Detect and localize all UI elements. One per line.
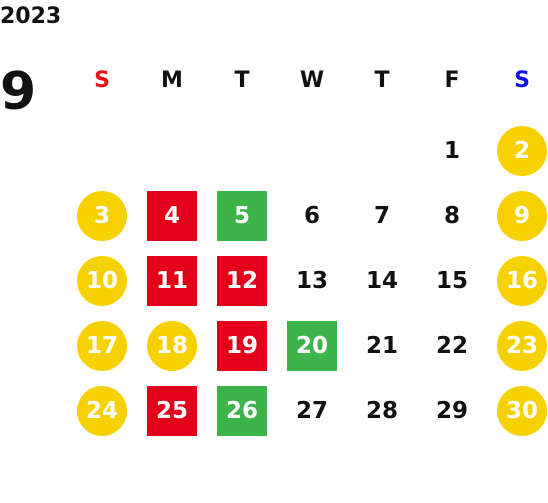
day-17-holiday-circle: 17: [77, 321, 127, 371]
day-4-red-marker: 4: [147, 191, 197, 241]
day-24-holiday-circle: 24: [77, 386, 127, 436]
month-number: 9: [0, 62, 37, 122]
day-13: 13: [295, 268, 328, 294]
day-8: 8: [443, 203, 460, 229]
day-5-green-marker: 5: [217, 191, 267, 241]
day-11-red-marker: 11: [147, 256, 197, 306]
year-label: 2023: [0, 4, 62, 29]
weekday-fri: F: [444, 68, 460, 93]
day-22: 22: [435, 333, 468, 359]
day-6: 6: [303, 203, 320, 229]
day-16-holiday-circle: 16: [497, 256, 547, 306]
day-7: 7: [373, 203, 390, 229]
day-26-green-marker: 26: [217, 386, 267, 436]
weekday-mon: M: [161, 68, 183, 93]
day-21: 21: [365, 333, 398, 359]
day-12-red-marker: 12: [217, 256, 267, 306]
day-29: 29: [435, 398, 468, 424]
day-9-holiday-circle: 9: [497, 191, 547, 241]
day-19-red-marker: 19: [217, 321, 267, 371]
day-23-holiday-circle: 23: [497, 321, 547, 371]
day-27: 27: [295, 398, 328, 424]
day-18-holiday-circle: 18: [147, 321, 197, 371]
day-30-holiday-circle: 30: [497, 386, 547, 436]
day-10-holiday-circle: 10: [77, 256, 127, 306]
day-1: 1: [443, 138, 460, 164]
weekday-sun: S: [94, 68, 110, 93]
weekday-thu: T: [374, 68, 390, 93]
day-28: 28: [365, 398, 398, 424]
day-20-green-marker: 20: [287, 321, 337, 371]
weekday-tue: T: [234, 68, 250, 93]
day-14: 14: [365, 268, 398, 294]
weekday-wed: W: [299, 68, 325, 93]
day-2-holiday-circle: 2: [497, 126, 547, 176]
weekday-sat: S: [514, 68, 530, 93]
day-15: 15: [435, 268, 468, 294]
day-25-red-marker: 25: [147, 386, 197, 436]
day-3-holiday-circle: 3: [77, 191, 127, 241]
